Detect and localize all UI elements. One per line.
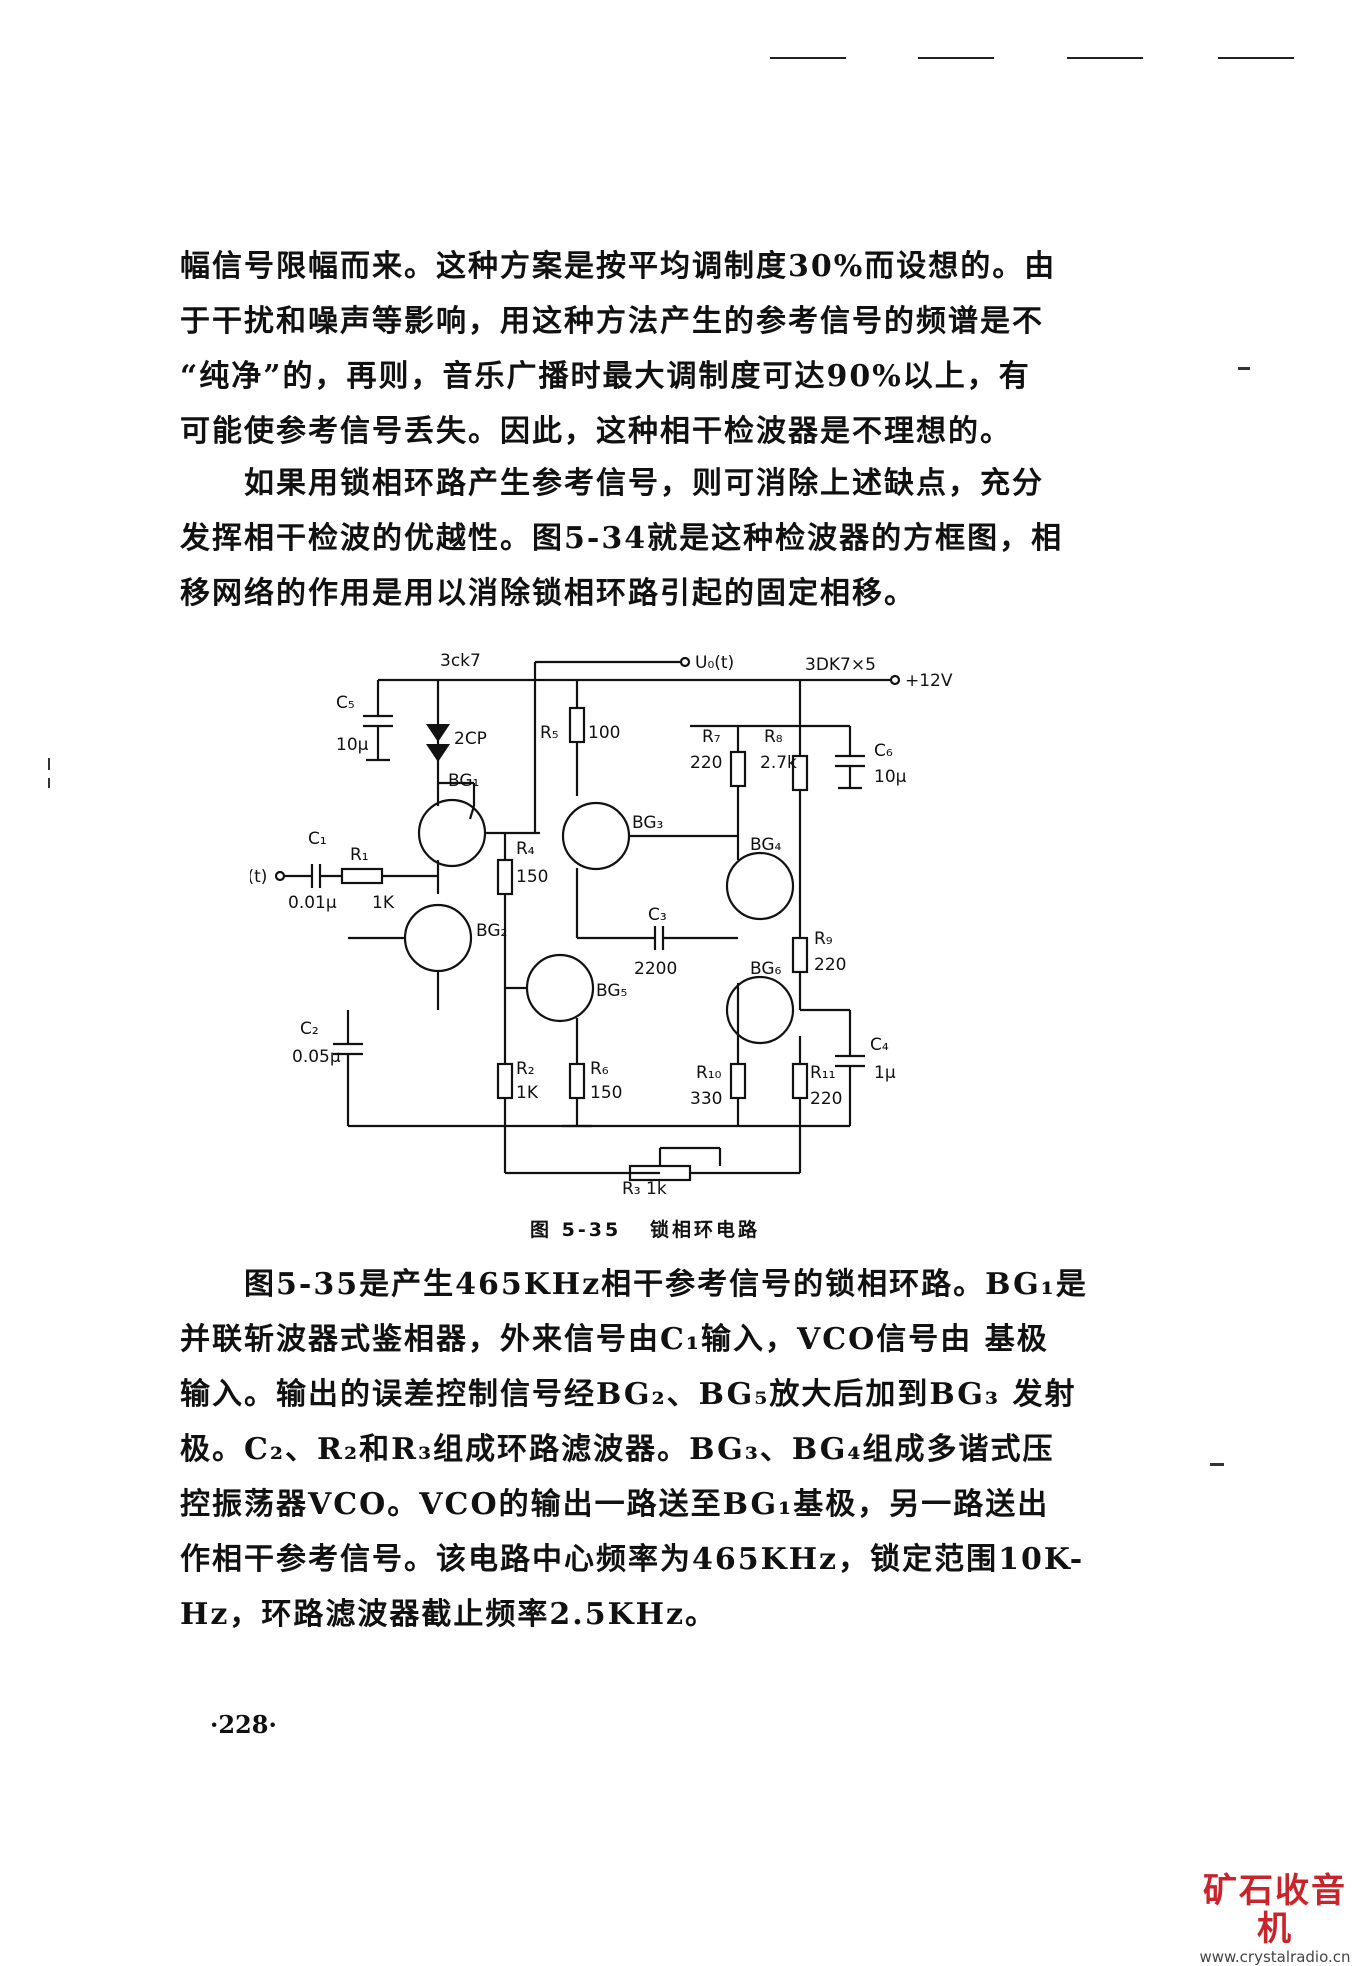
text-line: 图5-35是产生465KHz相干参考信号的锁相环路。BG₁是	[180, 1267, 1088, 1302]
label-r11-value: 220	[810, 1089, 842, 1109]
text-line: Hz，环路滤波器截止频率2.5KHz。	[180, 1597, 718, 1632]
header-rule-1	[770, 57, 846, 59]
label-r2-value: 1K	[516, 1083, 539, 1103]
text-line: 输入。输出的误差控制信号经BG₂、BG₅放大后加到BG₃ 发射	[180, 1377, 1077, 1412]
label-r1: R₁	[350, 845, 369, 865]
label-c2: C₂	[300, 1019, 319, 1039]
label-r4-value: 150	[516, 867, 548, 887]
label-r5-value: 100	[588, 723, 620, 743]
label-c1-value: 0.01μ	[288, 893, 337, 913]
text-line: 移网络的作用是用以消除锁相环路引起的固定相移。	[180, 576, 916, 611]
label-bg5: BG₅	[596, 981, 627, 1001]
label-right-transistors: 3DK7×5	[805, 655, 876, 675]
label-c1: C₁	[308, 829, 327, 849]
text-line: 幅信号限幅而来。这种方案是按平均调制度30%而设想的。由	[180, 249, 1057, 284]
label-r5: R₅	[540, 723, 559, 743]
label-output: U₀(t)	[695, 653, 734, 673]
label-top-transistor: 3ck7	[440, 651, 481, 671]
header-rule-4	[1218, 57, 1294, 59]
label-r10-value: 330	[690, 1089, 722, 1109]
label-c4: C₄	[870, 1035, 889, 1055]
figure-caption: 图 5-35 锁相环电路	[530, 1219, 761, 1241]
label-c5: C₅	[336, 693, 355, 713]
label-diode: 2CP	[454, 729, 487, 749]
text-line: 可能使参考信号丢失。因此，这种相干检波器是不理想的。	[180, 414, 1012, 449]
label-c6: C₆	[874, 741, 893, 761]
text-line: 发挥相干检波的优越性。图5-34就是这种检波器的方框图，相	[180, 521, 1064, 556]
site-watermark: 矿石收音机 www.crystalradio.cn	[1190, 1872, 1360, 1966]
label-r6-value: 150	[590, 1083, 622, 1103]
page-number: ·228·	[210, 1710, 277, 1739]
text-line: 作相干参考信号。该电路中心频率为465KHz，锁定范围10K-	[180, 1542, 1085, 1577]
text-line: 如果用锁相环路产生参考信号，则可消除上述缺点，充分	[180, 466, 1044, 501]
header-rule-2	[918, 57, 994, 59]
label-bg1: BG₁	[448, 771, 479, 791]
label-bg3: BG₃	[632, 813, 663, 833]
label-r9-value: 220	[814, 955, 846, 975]
label-r4: R₄	[516, 839, 535, 859]
label-r2: R₂	[516, 1059, 535, 1079]
circuit-labels: 3ck7 U₀(t) 3DK7×5 +12V C₅ 10μ 2CP BG₁ R₅…	[250, 651, 953, 1198]
scan-mark	[1238, 367, 1250, 370]
label-r10: R₁₀	[696, 1063, 722, 1083]
scan-mark	[1210, 1463, 1224, 1466]
label-r9: R₉	[814, 929, 833, 949]
text-line: 控振荡器VCO。VCO的输出一路送至BG₁基极，另一路送出	[180, 1487, 1050, 1522]
label-c6-value: 10μ	[874, 767, 907, 787]
header-rule-3	[1067, 57, 1143, 59]
watermark-url: www.crystalradio.cn	[1199, 1948, 1351, 1966]
label-r8: R₈	[764, 727, 783, 747]
paragraph-3: 图5-35是产生465KHz相干参考信号的锁相环路。BG₁是 并联斩波器式鉴相器…	[180, 1257, 1150, 1642]
label-input: Uᵢ(t)	[250, 867, 267, 887]
text-line: “纯净”的，再则，音乐广播时最大调制度可达90%以上，有	[180, 359, 1031, 394]
text-line: 于干扰和噪声等影响，用这种方法产生的参考信号的频谱是不	[180, 304, 1044, 339]
label-r7-value: 220	[690, 753, 722, 773]
label-bg6: BG₆	[750, 959, 782, 979]
scan-mark	[48, 778, 50, 788]
diode-icon	[426, 724, 450, 762]
label-r1-value: 1K	[372, 893, 395, 913]
label-supply: +12V	[905, 671, 953, 691]
scan-mark	[48, 758, 50, 770]
text-line: 极。C₂、R₂和R₃组成环路滤波器。BG₃、BG₄组成多谐式压	[180, 1432, 1055, 1467]
circuit-wires	[274, 656, 901, 1182]
label-r8-value: 2.7k	[760, 753, 797, 773]
watermark-title: 矿石收音机	[1203, 1871, 1347, 1949]
label-r11: R₁₁	[810, 1063, 835, 1083]
label-c4-value: 1μ	[874, 1063, 896, 1083]
label-bg4: BG₄	[750, 835, 782, 855]
label-c3: C₃	[648, 905, 667, 925]
label-r7: R₇	[702, 727, 721, 747]
label-c2-value: 0.05μ	[292, 1047, 341, 1067]
pll-circuit-diagram: 3ck7 U₀(t) 3DK7×5 +12V C₅ 10μ 2CP BG₁ R₅…	[250, 651, 953, 1198]
paragraph-2: 如果用锁相环路产生参考信号，则可消除上述缺点，充分 发挥相干检波的优越性。图5-…	[180, 456, 1150, 621]
label-r3: R₃ 1k	[622, 1179, 667, 1198]
label-r6: R₆	[590, 1059, 609, 1079]
label-c5-value: 10μ	[336, 735, 369, 755]
label-c3-value: 2200	[634, 959, 677, 979]
label-bg2: BG₂	[476, 921, 507, 941]
paragraph-1: 幅信号限幅而来。这种方案是按平均调制度30%而设想的。由 于干扰和噪声等影响，用…	[180, 239, 1150, 459]
text-line: 并联斩波器式鉴相器，外来信号由C₁输入，VCO信号由 基极	[180, 1322, 1049, 1357]
